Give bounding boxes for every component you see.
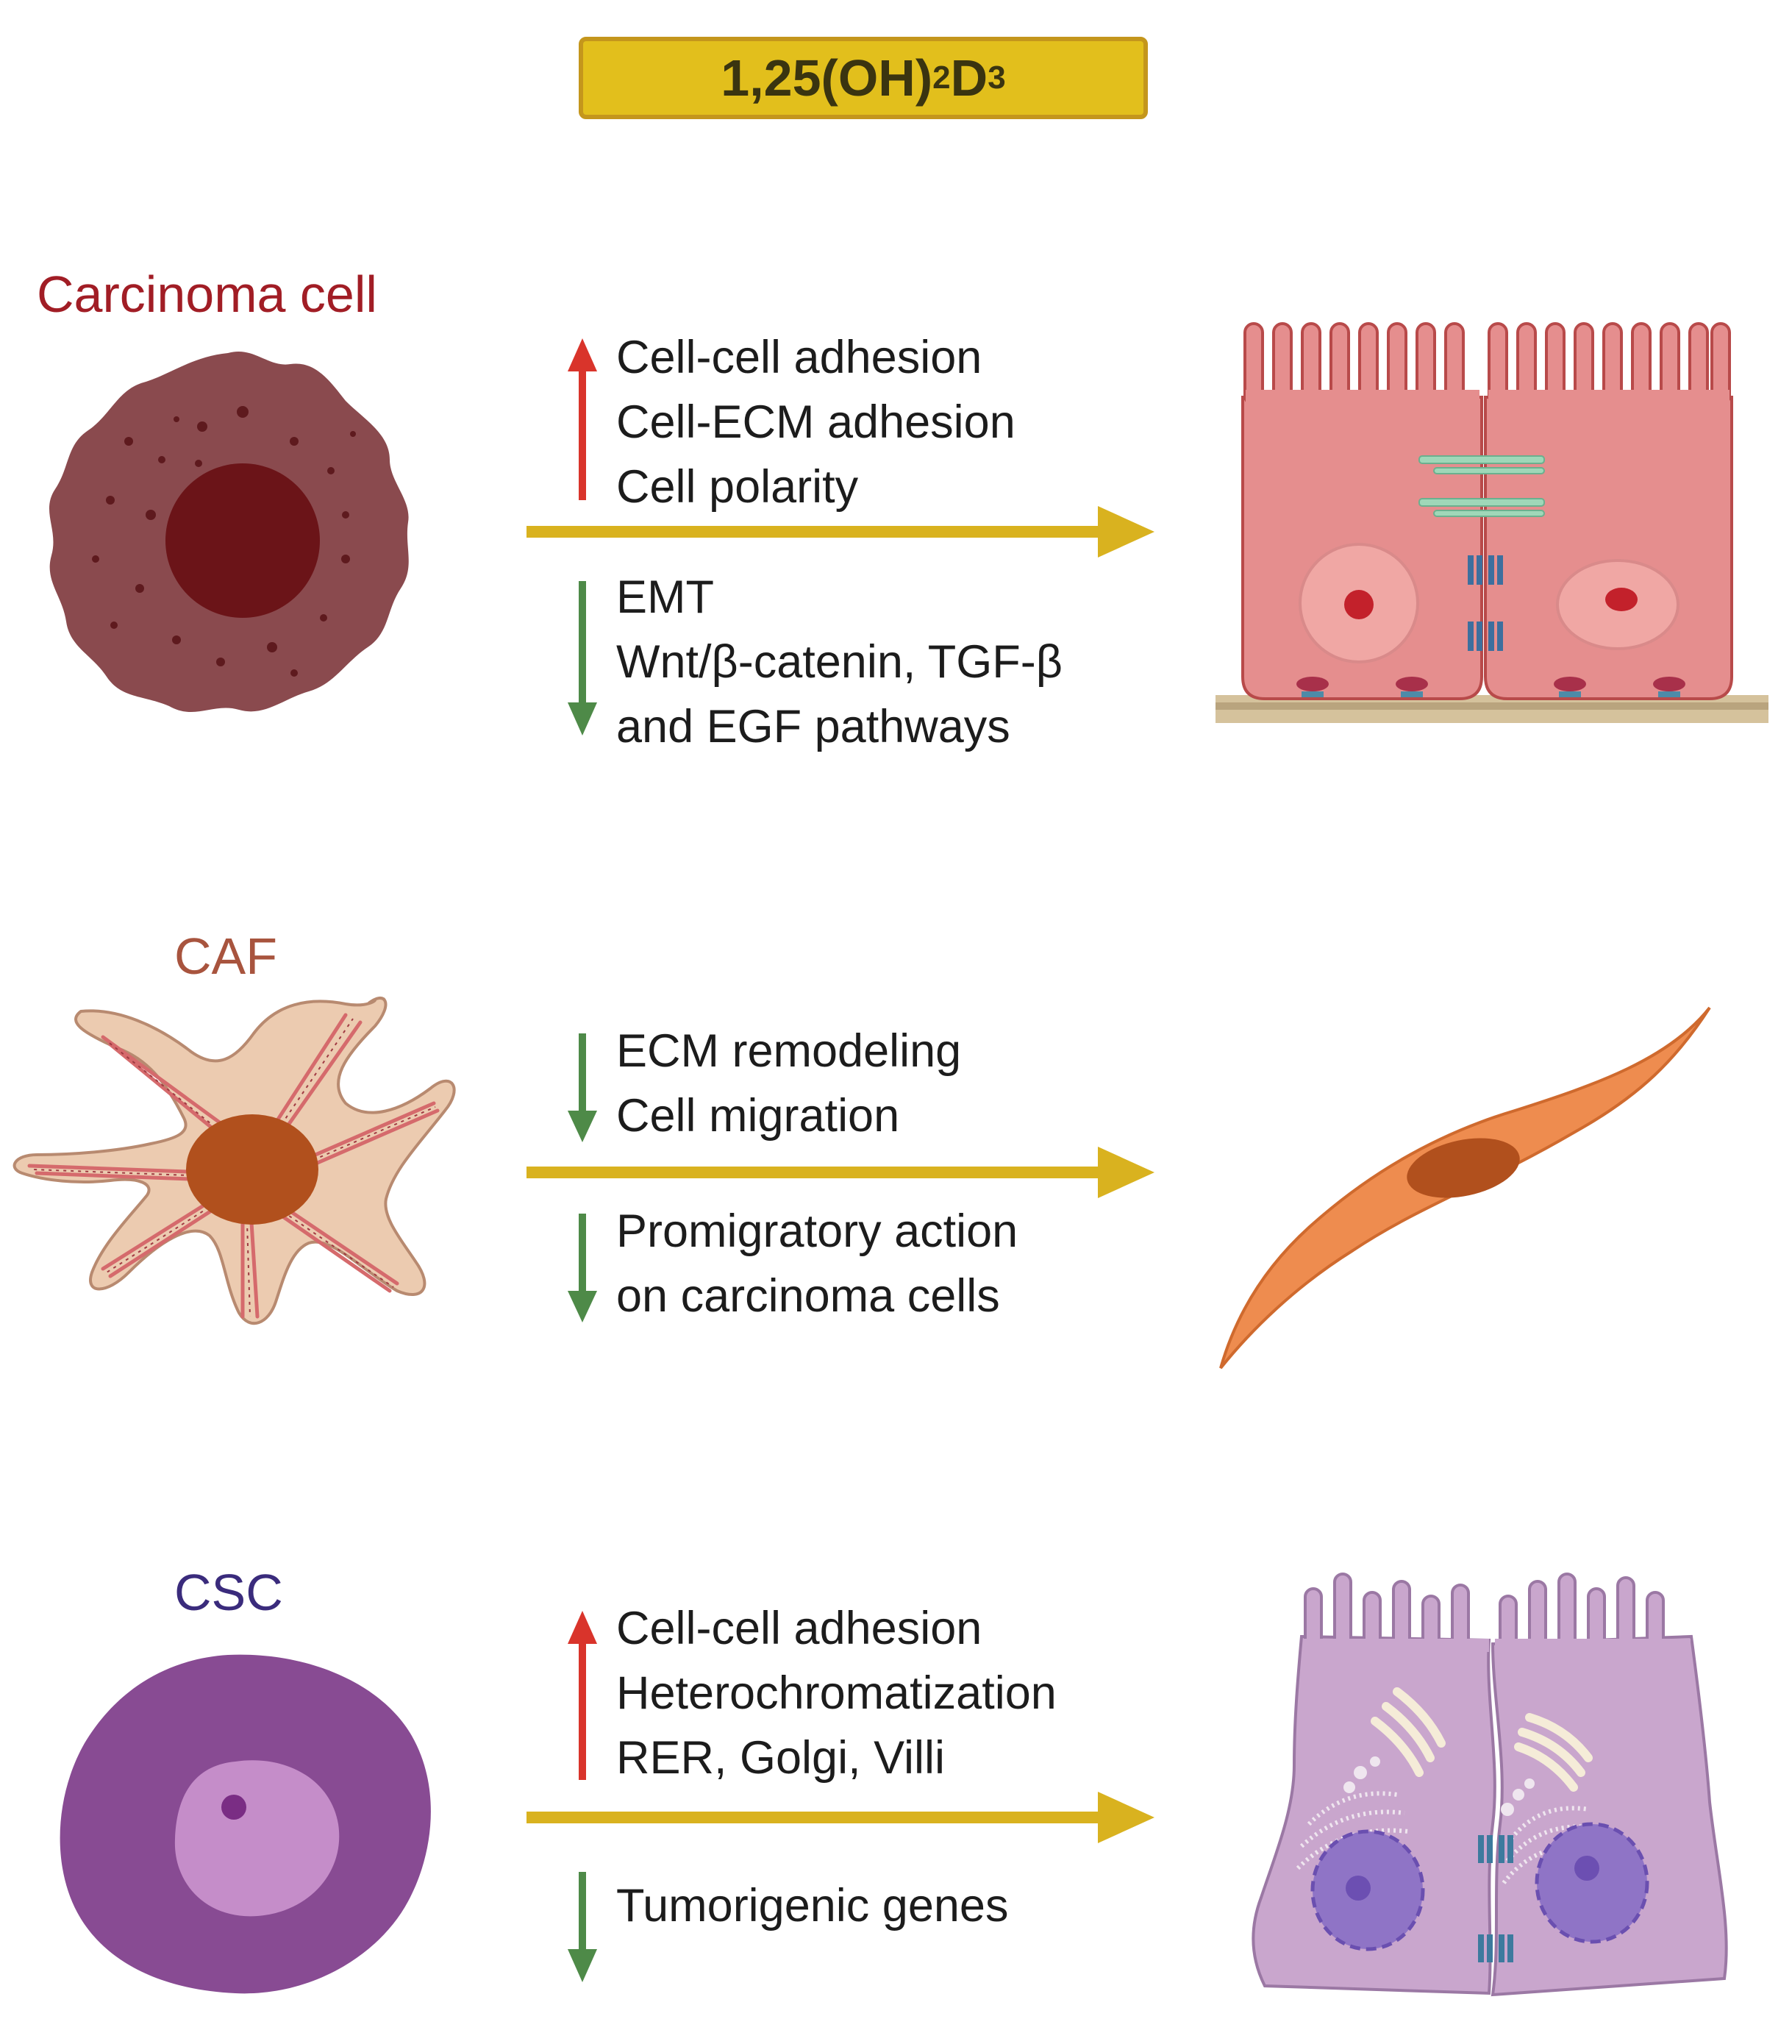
- title-mid: D: [950, 49, 988, 107]
- csc-cell-icon: [60, 1654, 431, 1994]
- row2-down-item: Promigratory action: [616, 1206, 1018, 1257]
- row3-down-list: Tumorigenic genes: [616, 1873, 1008, 1938]
- row3-up-arrow: [568, 1611, 597, 1780]
- differentiated-cells-icon: [1252, 1573, 1728, 1997]
- row3-up-item: RER, Golgi, Villi: [616, 1732, 945, 1784]
- caf-cell-icon: [13, 997, 456, 1325]
- row1-up-list: Cell-cell adhesion Cell-ECM adhesion Cel…: [616, 325, 1015, 519]
- main-arrow-2: [526, 1147, 1154, 1198]
- row2-down-item: on carcinoma cells: [616, 1270, 1000, 1322]
- row1-down-item: Wnt/β-catenin, TGF-β: [616, 636, 1063, 688]
- row2-down-list-a: ECM remodeling Cell migration: [616, 1019, 961, 1148]
- row1-down-item: and EGF pathways: [616, 701, 1010, 752]
- row1-down-list: EMT Wnt/β-catenin, TGF-β and EGF pathway…: [616, 565, 1063, 759]
- title-subscript-1: 2: [932, 60, 951, 96]
- row3-up-list: Cell-cell adhesion Heterochromatization …: [616, 1596, 1057, 1790]
- row2-down-item: ECM remodeling: [616, 1025, 962, 1077]
- row2-down-arrow-a: [568, 1033, 597, 1142]
- row1-up-item: Cell-ECM adhesion: [616, 396, 1015, 448]
- fibroblast-cell-icon: [1219, 1006, 1711, 1370]
- row1-down-arrow: [568, 581, 597, 736]
- title-subscript-2: 3: [988, 60, 1006, 96]
- row2-down-item: Cell migration: [616, 1090, 900, 1142]
- epithelial-cells-icon: [1216, 322, 1768, 723]
- row1-down-item: EMT: [616, 571, 714, 623]
- carcinoma-cell-label: Carcinoma cell: [37, 266, 377, 323]
- main-arrow-3: [526, 1792, 1154, 1843]
- csc-label: CSC: [174, 1564, 283, 1621]
- title-prefix: 1,25(OH): [721, 49, 933, 107]
- row1-up-item: Cell-cell adhesion: [616, 332, 982, 383]
- row1-up-arrow: [568, 338, 597, 500]
- row3-down-arrow: [568, 1872, 597, 1982]
- row1-up-item: Cell polarity: [616, 461, 859, 513]
- row3-up-item: Heterochromatization: [616, 1667, 1057, 1719]
- caf-label: CAF: [174, 927, 277, 985]
- row2-down-arrow-b: [568, 1214, 597, 1322]
- row2-down-list-b: Promigratory action on carcinoma cells: [616, 1199, 1018, 1328]
- carcinoma-cell-icon: [49, 351, 409, 713]
- main-arrow-1: [526, 506, 1154, 558]
- row3-down-item: Tumorigenic genes: [616, 1880, 1009, 1931]
- row3-up-item: Cell-cell adhesion: [616, 1603, 982, 1654]
